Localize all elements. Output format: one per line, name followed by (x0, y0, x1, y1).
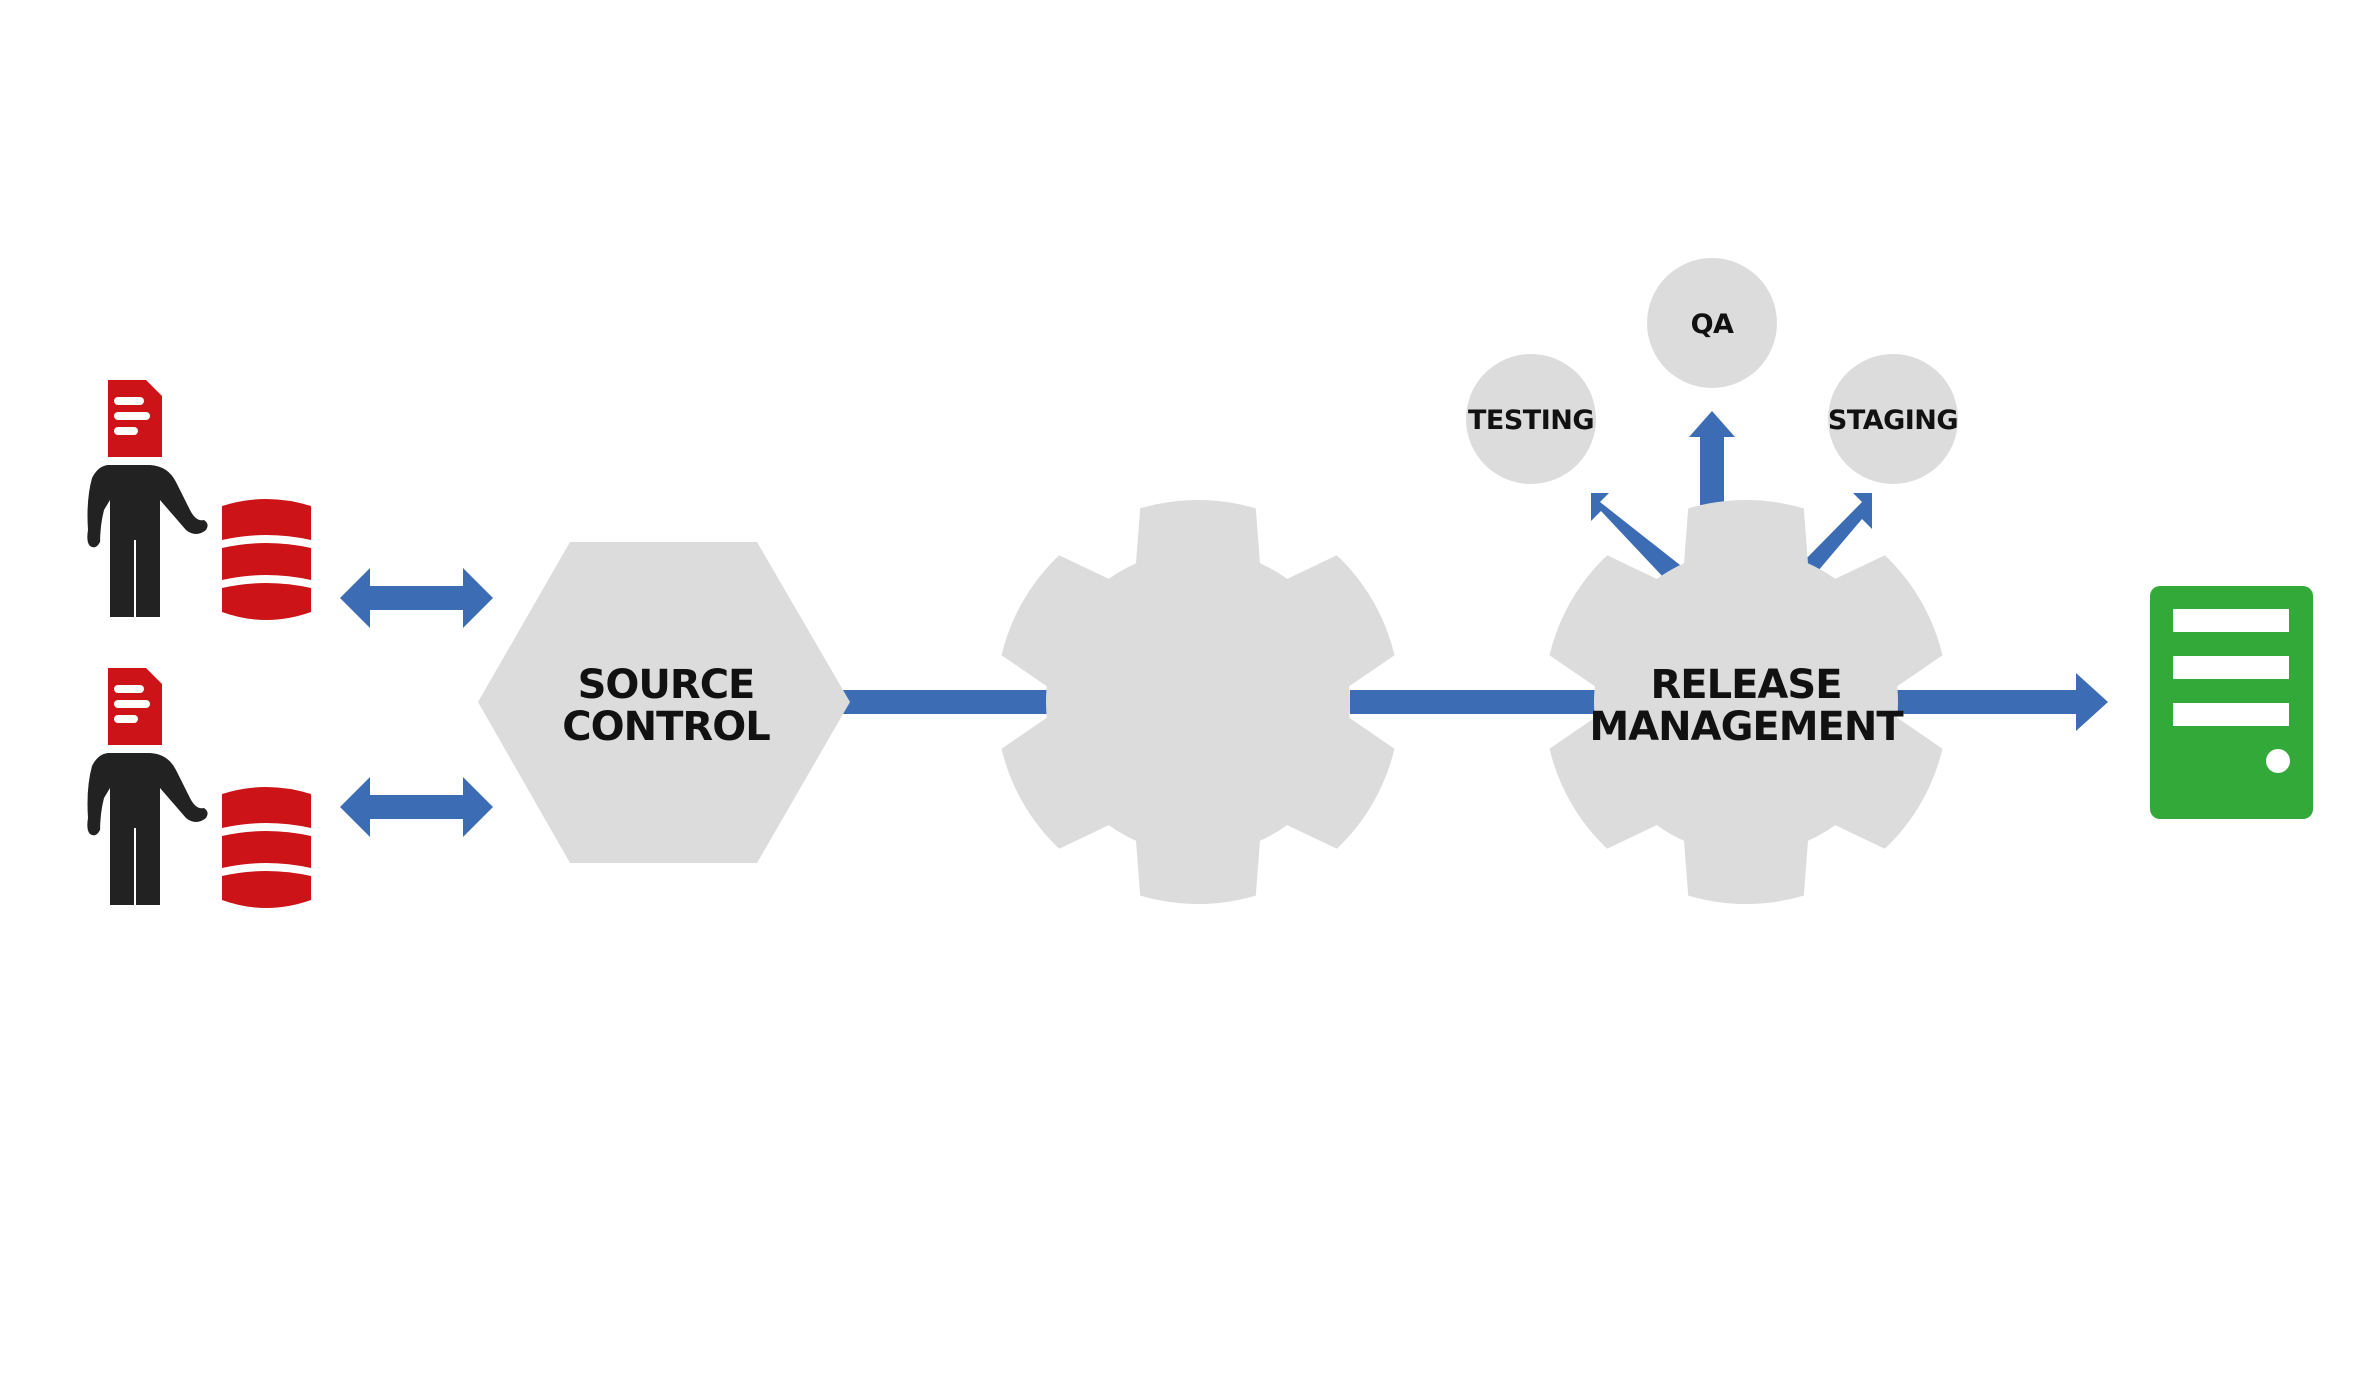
environment-staging: STAGING (1828, 354, 1959, 484)
bidirectional-arrow-1 (340, 568, 493, 628)
database-icon (222, 787, 311, 908)
hexagon-shape (478, 542, 850, 863)
connector-source-to-build (840, 690, 1060, 714)
person-icon (87, 753, 208, 905)
testing-label: TESTING (1468, 405, 1594, 436)
person-icon (87, 465, 208, 617)
connector-build-to-release (1350, 690, 1600, 714)
release-gear (1549, 499, 1943, 905)
circle-shape (1828, 354, 1958, 484)
bidirectional-arrow-2 (340, 777, 493, 837)
database-icon (222, 499, 311, 620)
qa-label: QA (1691, 309, 1734, 340)
environment-testing: TESTING (1466, 354, 1596, 484)
release-management-node: RELEASE MANAGEMENT (1549, 499, 1943, 905)
document-icon (108, 380, 162, 457)
developer-1 (87, 380, 311, 620)
server-icon (2150, 586, 2313, 819)
environment-qa: QA (1647, 258, 1777, 388)
circle-shape (1647, 258, 1777, 388)
document-icon (108, 668, 162, 745)
developer-2 (87, 668, 311, 908)
arrow-to-server (1880, 673, 2108, 731)
staging-label: STAGING (1828, 405, 1958, 436)
build-gear (1001, 499, 1395, 905)
source-control-label-line2: CONTROL (562, 704, 770, 750)
arrow-to-qa (1689, 411, 1735, 505)
circle-shape (1466, 354, 1596, 484)
arrow-to-testing (1591, 493, 1680, 578)
release-label-line2: MANAGEMENT (1589, 704, 1904, 750)
source-control-node: SOURCE CONTROL (478, 542, 850, 863)
arrow-to-staging (1800, 493, 1872, 578)
release-label-line1: RELEASE (1650, 662, 1841, 708)
source-control-label-line1: SOURCE (578, 662, 755, 708)
